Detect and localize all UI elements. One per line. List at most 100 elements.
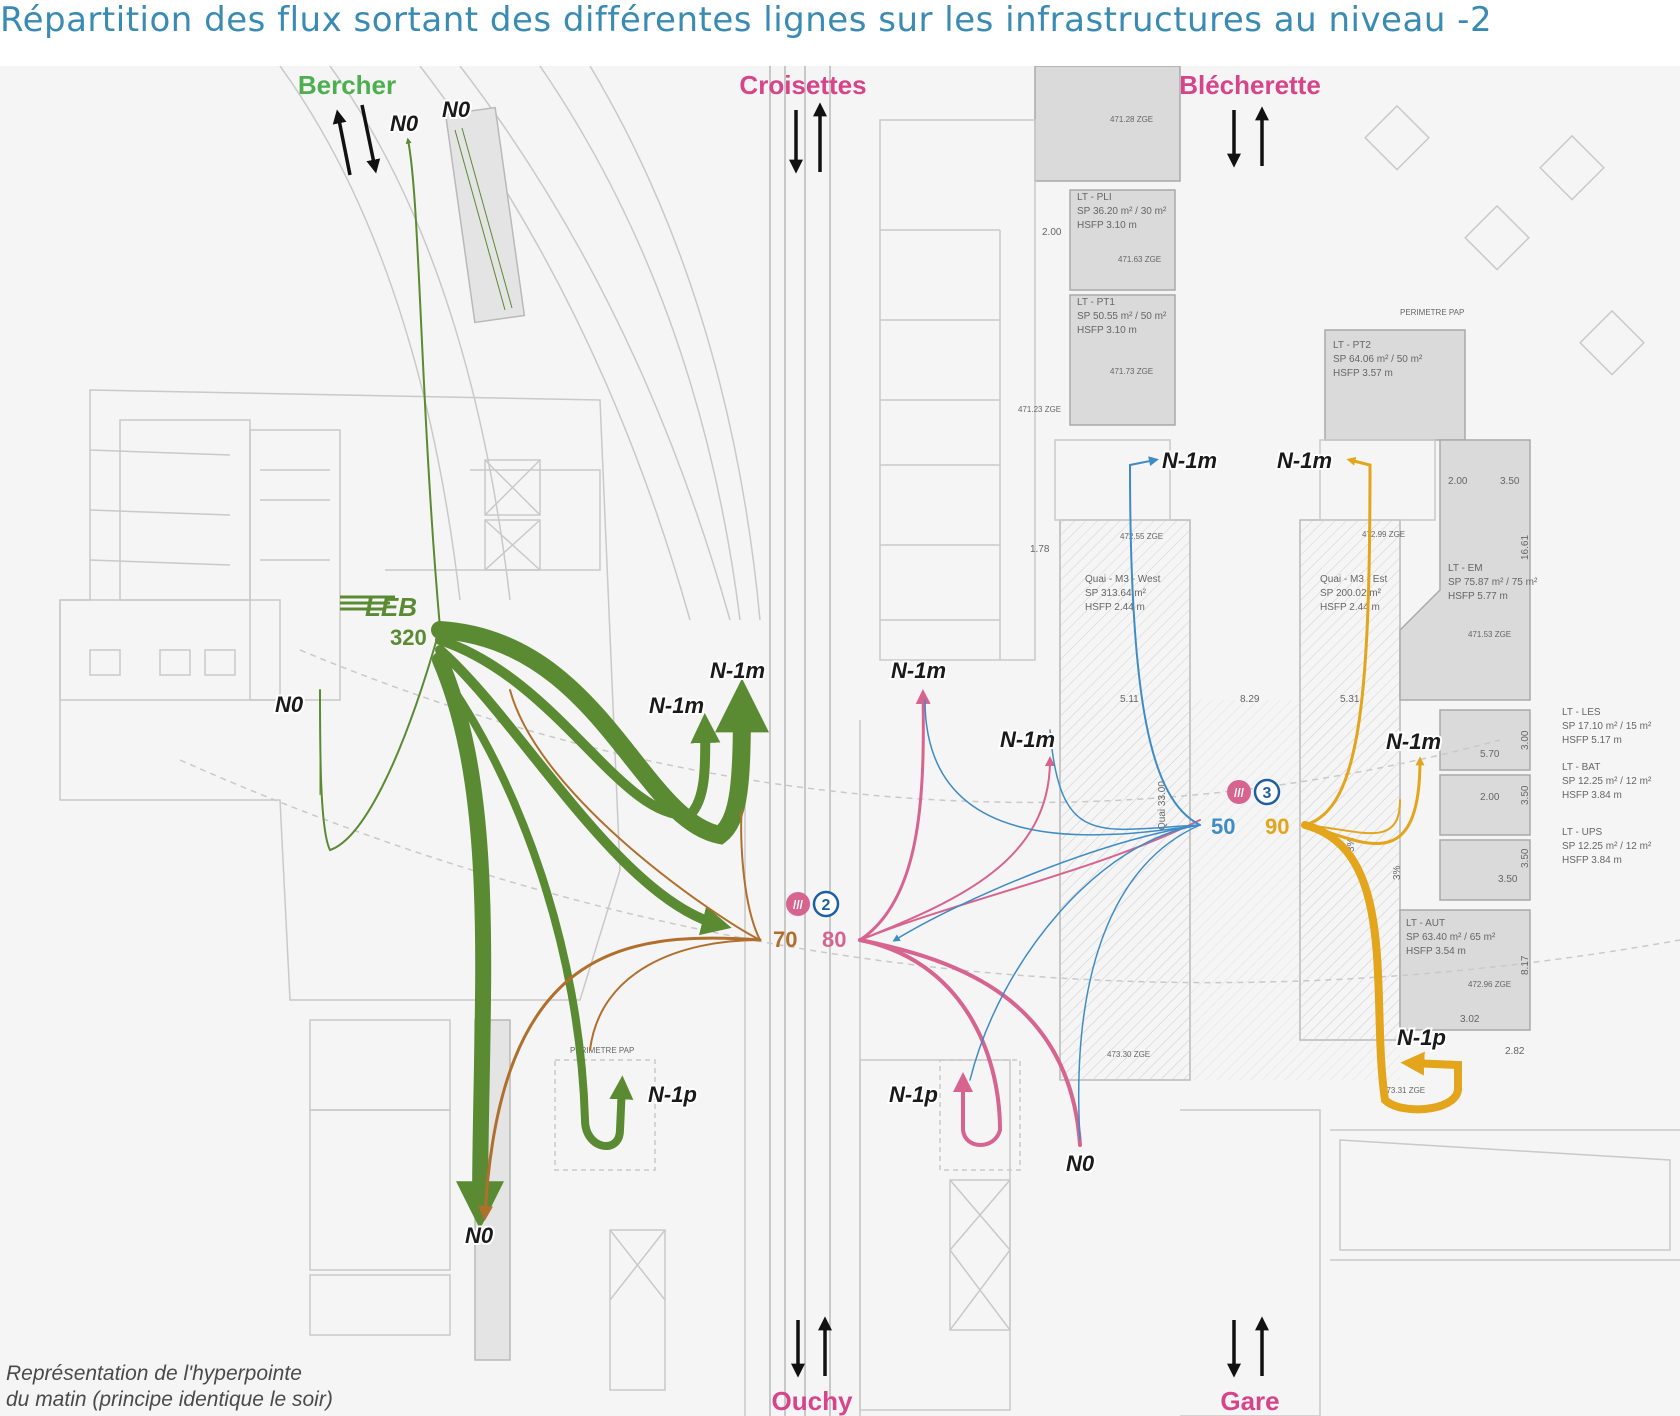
perimetre-label-bottom: PERIMETRE PAP xyxy=(570,1046,634,1055)
flow-m2-to-leb xyxy=(509,689,761,941)
flow-value-m2-left: 70 xyxy=(773,927,797,952)
caption-line-2: du matin (principe identique le soir) xyxy=(6,1388,333,1411)
direction-blecherette: Blécherette xyxy=(1179,70,1321,100)
dim-label: 5.70 xyxy=(1480,749,1500,760)
diagram-title: Répartition des flux sortant des différe… xyxy=(0,0,1493,40)
leb-logo: LEB xyxy=(340,592,417,622)
dim-label: 3.00 xyxy=(1520,730,1531,750)
dim-label: 2.82 xyxy=(1505,1046,1525,1057)
dim-label: 2.00 xyxy=(1042,227,1062,238)
flow-m3-to-n1m-north xyxy=(1128,456,1201,826)
dim-label: 3.50 xyxy=(1498,874,1518,885)
arrow-bercher-down xyxy=(360,104,381,174)
flow-value-m3-right: 90 xyxy=(1265,814,1289,839)
level-label-n1m: N-1m xyxy=(649,693,704,718)
level-label-n0: N0 xyxy=(465,1223,494,1248)
dim-label: 5.31 xyxy=(1340,694,1360,705)
dim-label: 2.00 xyxy=(1448,476,1468,487)
level-label-n0: N0 xyxy=(1066,1151,1095,1176)
flow-m3-to-n0 xyxy=(1078,824,1201,1141)
dim-label: 3.50 xyxy=(1500,476,1520,487)
dim-label: 3.50 xyxy=(1520,785,1531,805)
flow-leb-to-n1p xyxy=(436,666,634,1150)
direction-bercher: Bercher xyxy=(298,70,396,100)
level-label-n1p: N-1p xyxy=(889,1082,938,1107)
flow-m3-to-n1m-left xyxy=(1049,729,1201,831)
dim-label: 3.50 xyxy=(1520,848,1531,868)
direction-gare: Gare xyxy=(1220,1386,1279,1416)
m2-badge: /// 2 xyxy=(786,890,840,918)
dim-label: 2.00 xyxy=(1480,792,1500,803)
flow-m2-to-n1m-right xyxy=(858,689,931,942)
metro-logo-glyph: /// xyxy=(1234,786,1245,800)
flows-m2-brown xyxy=(478,689,762,1221)
caption-line-1: Représentation de l'hyperpointe xyxy=(6,1362,302,1385)
flow-leb-to-n1m-secondary xyxy=(435,635,721,821)
flows-leb xyxy=(319,137,769,1230)
level-label-n1m: N-1m xyxy=(1162,448,1217,473)
line-2-badge-label: 2 xyxy=(822,897,831,914)
level-label-n1m: N-1m xyxy=(710,658,765,683)
line-3-badge-label: 3 xyxy=(1263,785,1272,802)
direction-ouchy: Ouchy xyxy=(772,1386,853,1416)
elevation-label: 471.73 ZGE xyxy=(1110,367,1153,376)
flow-m3-to-n1m-north-yellow xyxy=(1303,456,1372,827)
level-label-n1p: N-1p xyxy=(648,1082,697,1107)
level-label-n1m: N-1m xyxy=(891,658,946,683)
flow-m3-to-m2 xyxy=(892,824,1201,942)
elevation-label: 471.28 ZGE xyxy=(1110,115,1153,124)
flow-m2-to-n0 xyxy=(478,936,762,1221)
flow-m2-to-m3 xyxy=(859,819,1201,941)
flow-m2-to-n1p-right xyxy=(858,938,1003,1147)
elevation-label: 473.30 ZGE xyxy=(1107,1050,1150,1059)
line-3-badge-icon xyxy=(1253,778,1281,806)
flow-m3-to-n1p-yellow xyxy=(1301,821,1462,1114)
line-2-badge-icon xyxy=(812,890,840,918)
flow-m3-to-n1p xyxy=(969,824,1201,1081)
flow-m3-to-n1m-second xyxy=(1304,799,1401,835)
elevation-label: 471.53 ZGE xyxy=(1468,630,1511,639)
slope-label: 3% xyxy=(1392,865,1403,880)
flows-m3-blue xyxy=(892,456,1201,1141)
level-label-n1m: N-1m xyxy=(1277,448,1332,473)
flows-m2-pink xyxy=(858,689,1201,1147)
metro-logo-icon xyxy=(786,892,810,916)
level-label-n1p: N-1p xyxy=(1397,1025,1446,1050)
elevation-label: 471.23 ZGE xyxy=(1018,405,1061,414)
dim-label: 8.17 xyxy=(1520,955,1531,975)
metro-logo-icon xyxy=(1227,780,1251,804)
dim-label: 5.11 xyxy=(1120,694,1139,705)
flow-leb-to-m2-platform xyxy=(435,645,732,936)
dim-label: 16.61 xyxy=(1520,535,1531,560)
flow-m2-to-n1m-escalator xyxy=(859,756,1055,941)
level-label-n0: N0 xyxy=(442,97,471,122)
m3-badge: /// 3 xyxy=(1227,778,1281,806)
leb-logo-icon: LEB xyxy=(365,592,417,622)
elevation-label: 472.99 ZGE xyxy=(1362,530,1405,539)
arrow-bercher-up xyxy=(332,109,352,176)
metro-logo-glyph: /// xyxy=(793,898,804,912)
flow-m2-to-n1p xyxy=(589,939,761,1051)
leb-escalator-lines xyxy=(319,127,513,795)
direction-croisettes: Croisettes xyxy=(739,70,866,100)
direction-arrows xyxy=(332,102,1269,1378)
slope-label: 3% xyxy=(1346,837,1357,852)
quai-length-label: Quai 33.00 xyxy=(1157,781,1168,830)
flow-leb-to-n0-bottom xyxy=(432,652,505,1230)
flow-m3-to-n1m-stairs xyxy=(924,699,1201,836)
plan-background xyxy=(0,66,1680,1416)
level-label-n0: N0 xyxy=(275,692,304,717)
dim-label: 8.29 xyxy=(1240,694,1260,705)
flows-m3-yellow xyxy=(1301,456,1462,1114)
